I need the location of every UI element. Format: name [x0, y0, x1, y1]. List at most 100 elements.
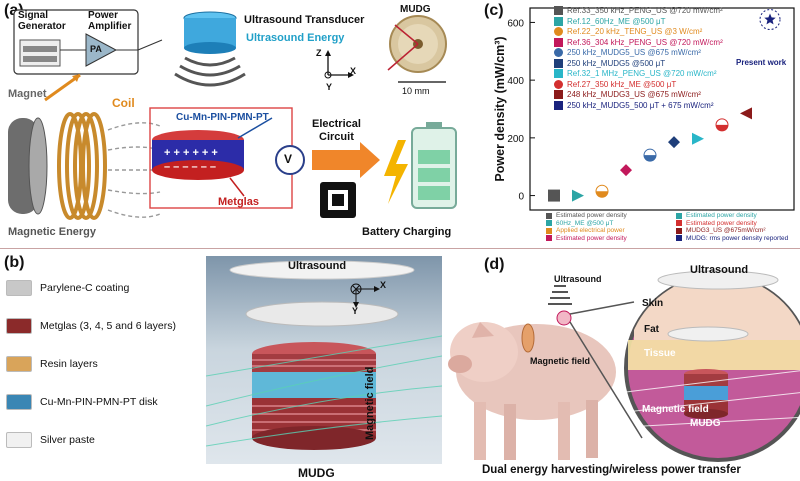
bottom-legend-label: Estimated power density: [686, 212, 757, 219]
legend-label: Ref.12_60Hz_ME @500 μT: [567, 16, 666, 26]
bottom-legend-swatch: [676, 227, 682, 234]
material-label: Cu-Mn-PIN-PMN-PT: [176, 112, 269, 123]
bottom-legend-item: Applied electrical power: [546, 227, 625, 234]
tissue-label: Tissue: [644, 348, 676, 359]
bottom-legend-item: 60Hz_ME @500 μT: [546, 220, 613, 227]
y-tick-label: 400: [507, 76, 524, 87]
magnetic-field-label-b: Magnetic field: [364, 366, 376, 440]
legend-label: Ref.32_1 MHz_PENG_US @720 mW/cm²: [567, 69, 717, 78]
layer-legend-item: Metglas (3, 4, 5 and 6 layers): [6, 318, 176, 334]
magnetic-energy-label: Magnetic Energy: [8, 226, 97, 238]
mudg-photo-label: MUDG: [400, 4, 431, 15]
y-axis-label: Power density (mW/cm³): [493, 36, 507, 181]
axis-y-label: Y: [326, 82, 333, 92]
scale-bar-label: 10 mm: [402, 86, 430, 96]
data-point: [596, 191, 608, 198]
bottom-legend-label: Estimated power density: [556, 234, 627, 242]
present-work-label: Present work: [736, 58, 787, 67]
data-point: [668, 136, 680, 149]
battery-charging-label: Battery Charging: [362, 226, 452, 238]
mudg-label-d: MUDG: [690, 418, 721, 429]
svg-text:– – – – – –: – – – – – –: [164, 161, 216, 173]
bottom-legend-label: Estimated power density: [556, 212, 627, 219]
axis-x-label-b: X: [380, 280, 387, 290]
bottom-legend-swatch: [546, 227, 552, 234]
ultrasound-label-b: Ultrasound: [288, 260, 347, 272]
y-tick-label: 600: [507, 18, 524, 29]
layer-swatch: [6, 318, 32, 334]
data-point: [740, 107, 752, 120]
legend-label: 248 kHz_MUDG3_US @675 mW/cm²: [567, 90, 701, 99]
layer-legend-item: Cu-Mn-PIN-PMN-PT disk: [6, 394, 158, 410]
bottom-legend-label: Applied electrical power: [556, 227, 625, 234]
legend-item: 248 kHz_MUDG3_US @675 mW/cm²: [554, 90, 701, 99]
panel-a-illustration: + + + + + + – – – – – –: [8, 9, 457, 220]
pa-label: PA: [90, 44, 102, 54]
legend-label: Ref.22_20 kHz_TENG_US @3 W/cm²: [567, 27, 703, 36]
bottom-legend-item: Estimated power density: [546, 235, 627, 242]
legend-swatch: [554, 69, 563, 78]
layer-swatch: [6, 394, 32, 410]
legend-label: Ref.33_350 kHz_PENG_US @720 mW/cm²: [567, 6, 723, 15]
legend-label: 250 kHz_MUDG5 @500 μT: [567, 58, 666, 68]
magnetic-field-label-d: Magnetic field: [642, 404, 709, 415]
layer-swatch: [6, 280, 32, 296]
axis-z-label: Z: [316, 48, 322, 58]
legend-swatch: [554, 6, 563, 15]
bottom-legend-label: Estimated power density: [686, 219, 757, 227]
layer-swatch: [6, 432, 32, 448]
ultrasound-label-d-left: Ultrasound: [554, 274, 602, 284]
legend-swatch: [554, 48, 563, 57]
y-tick-label: 0: [518, 192, 524, 203]
magnetic-field-label-d-left: Magnetic field: [530, 356, 591, 366]
legend-item: 250 kHz_MUDG5_US @675 mW/cm²: [554, 48, 701, 57]
bottom-legend-label: MUDG3_US @675mW/cm²: [686, 227, 766, 234]
bottom-legend-swatch: [546, 212, 552, 219]
data-point: [692, 132, 704, 145]
legend-swatch: [554, 27, 563, 36]
panel-d-label: (d): [484, 256, 505, 273]
bottom-legend-item: MUDG: rms power density reported: [676, 235, 788, 242]
magnet-label: Magnet: [8, 88, 47, 100]
layer-legend-label: Cu-Mn-PIN-PMN-PT disk: [40, 396, 158, 408]
plot-frame: [529, 7, 795, 211]
coil-label: Coil: [112, 96, 135, 110]
bottom-legend-swatch: [676, 235, 682, 241]
legend-item: 250 kHz_MUDG5 @500 μT: [554, 58, 666, 68]
layer-legend-label: Resin layers: [40, 358, 98, 370]
ultrasound-label-d: Ultrasound: [690, 264, 749, 276]
legend-item: Ref.36_304 kHz_PENG_US @720 mW/cm²: [554, 37, 723, 47]
bottom-legend-label: MUDG: rms power density reported: [686, 234, 789, 242]
panel-a: (a): [0, 0, 470, 245]
layer-legend-label: Metglas (3, 4, 5 and 6 layers): [40, 320, 176, 332]
skin-label: Skin: [642, 298, 664, 309]
ultrasound-transducer-label: Ultrasound Transducer: [244, 14, 365, 26]
legend-item: Ref.12_60Hz_ME @500 μT: [554, 16, 666, 26]
bottom-legend-swatch: [546, 235, 552, 241]
legend-item: Ref.22_20 kHz_TENG_US @3 W/cm²: [554, 27, 702, 36]
mudg-rendering: Ultrasound X Y Magnetic field: [206, 256, 442, 464]
legend-item: Ref.27_350 kHz_ME @500 μT: [554, 79, 676, 89]
present-work-ring: [759, 9, 781, 31]
layer-swatch: [6, 356, 32, 372]
data-point: [764, 13, 776, 25]
data-point: [620, 164, 632, 177]
legend-swatch: [554, 79, 563, 89]
dual-energy-caption: Dual energy harvesting/wireless power tr…: [482, 464, 741, 476]
panel-b-label: (b): [4, 254, 25, 271]
legend-swatch: [554, 100, 563, 110]
legend-swatch: [554, 37, 563, 47]
layer-legend-item: Silver paste: [6, 432, 95, 448]
electrical-circuit-label: Electrical Circuit: [312, 118, 361, 143]
layer-legend-item: Parylene-C coating: [6, 280, 129, 296]
panel-d: (d) Ultrasound Ma: [446, 252, 800, 481]
bottom-legend-item: MUDG3_US @675mW/cm²: [676, 227, 766, 234]
legend-swatch: [554, 90, 563, 99]
bottom-legend-item: Estimated power density: [676, 220, 757, 227]
layer-legend-item: Resin layers: [6, 356, 98, 372]
bottom-legend-label: 60Hz_ME @500 μT: [556, 219, 614, 227]
ultrasound-energy-label: Ultrasound Energy: [246, 32, 345, 44]
